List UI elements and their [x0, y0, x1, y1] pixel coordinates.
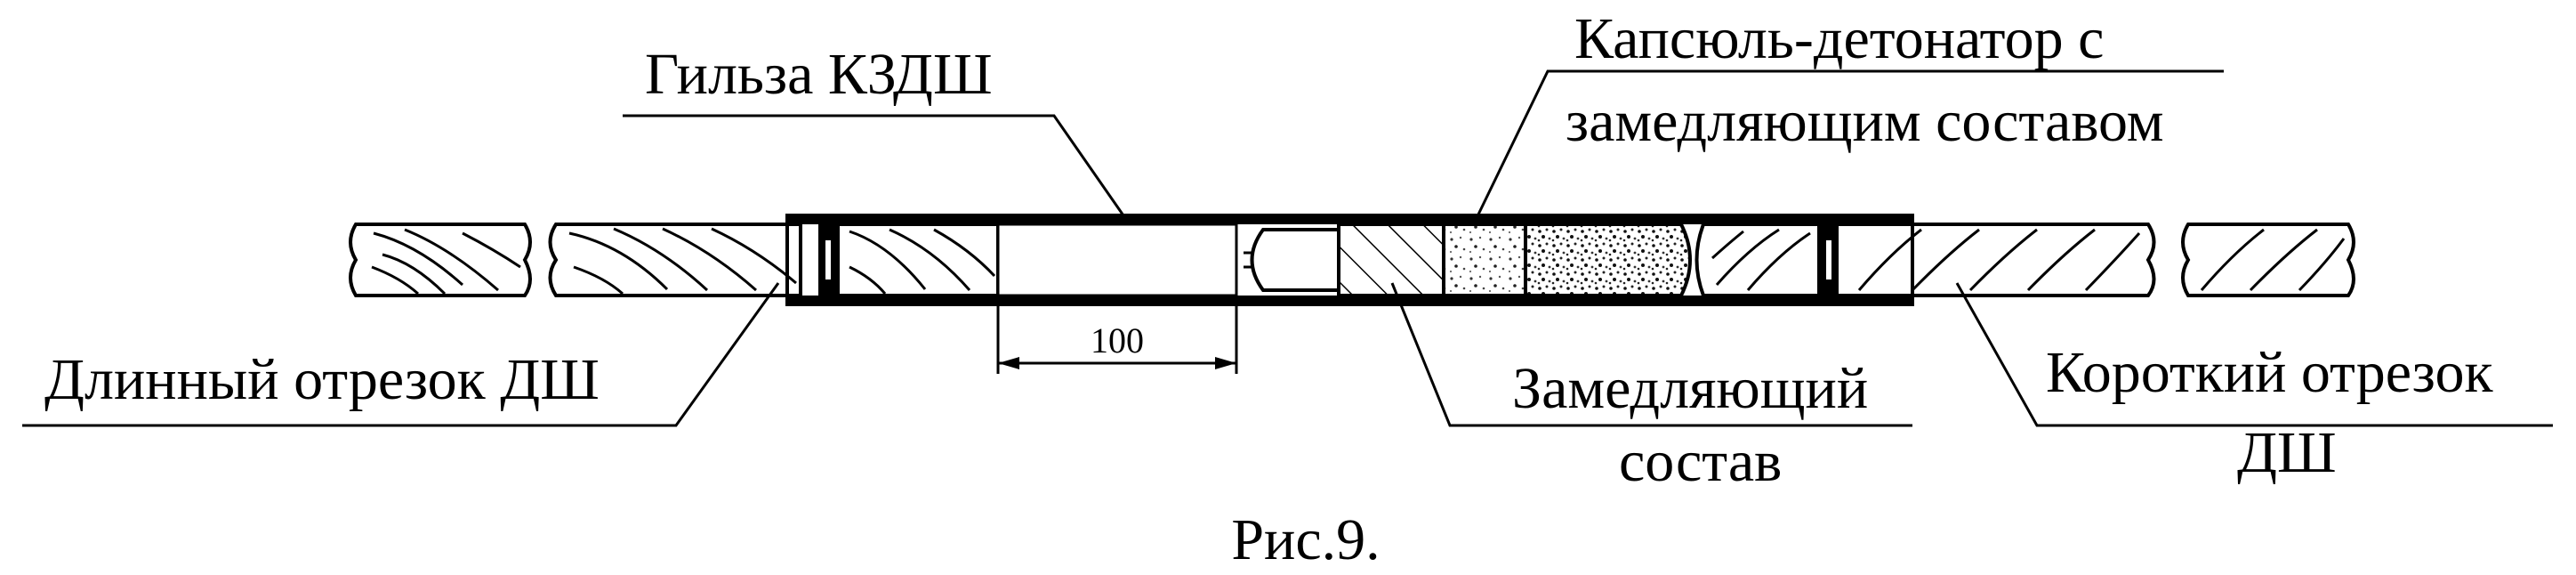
- secondary-charge: [1524, 223, 1692, 297]
- dimension-marker: 100: [996, 296, 1238, 374]
- dimension-label: 100: [1091, 320, 1144, 360]
- delay-composition: [1337, 223, 1445, 297]
- sleeve-tube: [785, 214, 1914, 306]
- long-segment-label: Длинный отрезок ДШ: [44, 347, 600, 412]
- cord-inside-sleeve-right: [1695, 223, 1821, 297]
- delay-label-line2: состав: [1619, 429, 1782, 494]
- detonator-label-line1: Капсюль-детонатор с: [1574, 6, 2104, 71]
- detonator-cap: [1244, 228, 1340, 292]
- short-segment-label-line1: Короткий отрезок: [2046, 340, 2493, 405]
- crimp-plug-left: [818, 224, 838, 296]
- short-segment-label-line2: ДШ: [2237, 420, 2337, 485]
- cord-inside-sleeve-left: [836, 223, 1000, 297]
- cord-piece-far-left: [349, 223, 532, 297]
- short-cord-segment: [1839, 223, 2156, 297]
- delay-label-line1: Замедляющий: [1512, 356, 1868, 421]
- cord-piece-far-right: [2181, 223, 2355, 297]
- sleeve-label: Гильза КЗДШ: [645, 42, 993, 107]
- crimp-plug-right: [1819, 224, 1839, 296]
- detonator-label-line2: замедляющим составом: [1566, 89, 2164, 154]
- air-gap: [996, 223, 1238, 297]
- leader-lines: [22, 69, 2553, 427]
- long-cord-segment: [548, 223, 802, 297]
- primary-charge: [1442, 223, 1527, 297]
- figure-caption: Рис.9.: [1231, 507, 1380, 572]
